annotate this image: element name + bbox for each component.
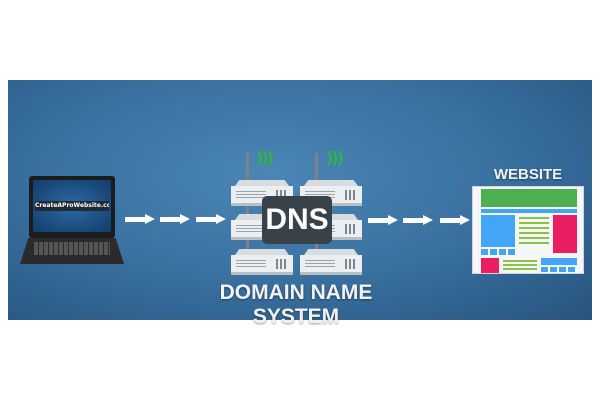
- server-icon: [300, 249, 362, 275]
- website-mockup: [472, 186, 584, 274]
- arrow-right-icon: [403, 215, 433, 225]
- wifi-signal-icon: ))): [326, 148, 344, 167]
- dns-caption: Domain Name System: [219, 281, 373, 328]
- arrow-right-icon: [196, 214, 226, 224]
- arrow-right-icon: [160, 214, 190, 224]
- laptop: CreateAProWebsite.com: [20, 176, 124, 266]
- laptop-screen: CreateAProWebsite.com: [29, 176, 115, 238]
- laptop-keyboard: [20, 238, 124, 264]
- arrow-right-icon: [125, 214, 155, 224]
- laptop-screen-text: CreateAProWebsite.com: [35, 201, 109, 211]
- wifi-signal-icon: ))): [256, 148, 274, 167]
- arrow-right-icon: [368, 215, 398, 225]
- website-title: WEBSITE: [493, 166, 563, 183]
- arrow-right-icon: [440, 215, 470, 225]
- dns-badge: DNS: [262, 196, 332, 244]
- server-icon: [231, 249, 293, 275]
